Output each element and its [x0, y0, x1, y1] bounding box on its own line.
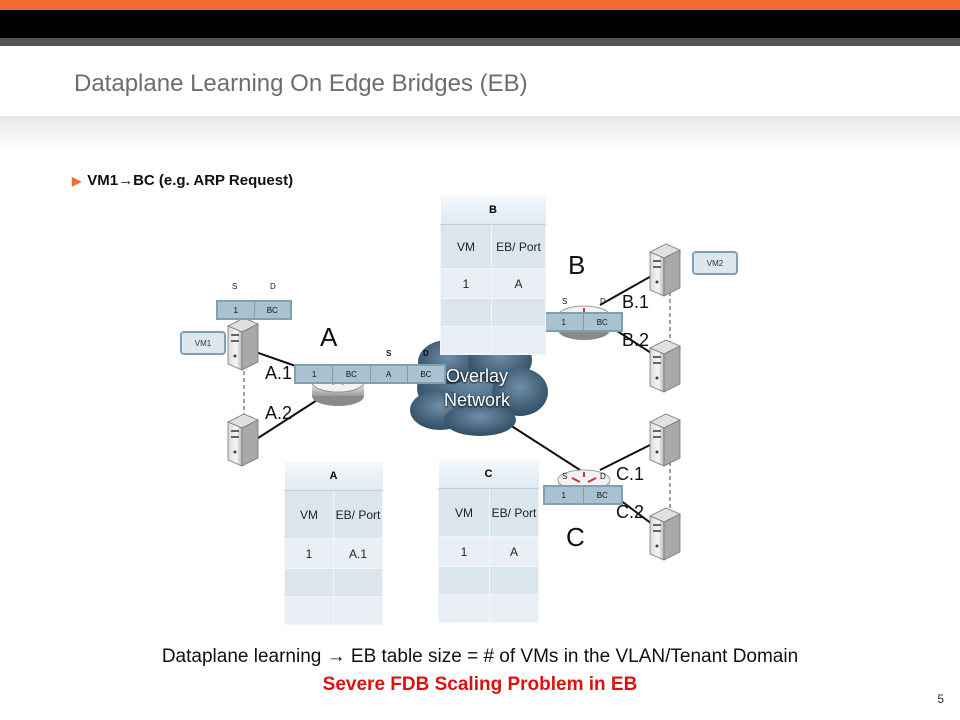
- vm-frame-d-label: D: [270, 282, 276, 291]
- port-c1-label: C.1: [616, 464, 645, 484]
- bullet-triangle-icon: ▶: [72, 174, 82, 188]
- table-a-header: A: [284, 462, 383, 491]
- page-number: 5: [937, 692, 944, 706]
- b-frame-s-label: S: [562, 297, 568, 306]
- table-b-col-vm: VM: [440, 224, 492, 269]
- fdb-table-b: B VM EB/ Port 1 A: [440, 196, 546, 355]
- slide-title: Dataplane Learning On Edge Bridges (EB): [74, 70, 528, 97]
- overlay-label-line2: Network: [443, 390, 510, 410]
- footer-line-1-start: Dataplane learning: [161, 646, 322, 667]
- frame-src: 1: [218, 302, 255, 318]
- port-b2-label: B.2: [622, 330, 650, 350]
- footer-line-2: Severe FDB Scaling Problem in EB: [322, 674, 638, 695]
- outer-frame-d-label: D: [423, 349, 429, 358]
- vm-frame-s-label: S: [232, 282, 238, 291]
- table-b-row1-port: A: [491, 268, 546, 299]
- bridge-c-label: C: [566, 522, 585, 552]
- server-c2-icon: [649, 507, 681, 561]
- header-accent-bar: [0, 0, 960, 10]
- header-dark-bar: [0, 10, 960, 38]
- fdb-table-c: C VM EB/ Port 1 A: [438, 460, 539, 623]
- table-a-col-vm: VM: [284, 490, 334, 539]
- b-frame-d-label: D: [600, 297, 606, 306]
- c-frame: 1 BC: [543, 485, 623, 505]
- outer-frame-s-label: S: [386, 349, 392, 358]
- overlay-network-label: Overlay Network: [422, 364, 532, 412]
- table-a-row1-port: A.1: [333, 538, 383, 569]
- vm2-label: VM2: [692, 251, 738, 275]
- header-gray-bar: [0, 38, 960, 46]
- overlay-label-line1: Overlay: [445, 366, 508, 386]
- bullet-text-rest: BC (e.g. ARP Request): [133, 172, 294, 189]
- c-frame-src: 1: [545, 487, 584, 503]
- table-c-header: C: [438, 460, 539, 489]
- table-c-col-vm: VM: [438, 488, 490, 537]
- outer-dst: BC: [420, 369, 432, 379]
- table-c-row1-vm: 1: [438, 536, 490, 567]
- right-arrow-icon: →: [118, 172, 134, 189]
- bullet-text-vm: VM1: [87, 172, 119, 189]
- c-frame-dst: BC: [596, 490, 608, 500]
- table-b-row1-vm: 1: [440, 268, 492, 299]
- port-b1-label: B.1: [622, 292, 650, 312]
- bridge-a-label: A: [320, 322, 338, 352]
- bridge-b-label: B: [568, 250, 586, 280]
- encapsulated-frame: 1 BC A BC: [294, 364, 446, 384]
- table-b-header: B: [440, 196, 546, 225]
- port-c2-label: C.2: [616, 502, 645, 522]
- inner-src: 1: [296, 366, 334, 382]
- table-b-col-port: EB/ Port: [491, 224, 546, 269]
- port-a2-label: A.2: [265, 403, 293, 423]
- right-arrow-icon: →: [326, 646, 346, 667]
- vm1-frame: 1 BC: [216, 300, 292, 320]
- table-c-col-port: EB/ Port: [489, 488, 539, 537]
- c-frame-s-label: S: [562, 472, 568, 481]
- server-b2-icon: [649, 339, 681, 393]
- server-a2-icon: [227, 413, 259, 467]
- bullet-point: ▶ VM1→BC (e.g. ARP Request): [72, 172, 293, 189]
- link-vm-a2: [254, 394, 326, 441]
- b-frame: 1 BC: [543, 312, 623, 332]
- title-band: [0, 116, 960, 150]
- port-a1-label: A.1: [265, 363, 293, 383]
- table-a-col-port: EB/ Port: [333, 490, 383, 539]
- c-frame-d-label: D: [600, 472, 606, 481]
- table-a-row1-vm: 1: [284, 538, 334, 569]
- server-vm1-icon: [227, 317, 259, 371]
- frame-dst: BC: [266, 305, 278, 315]
- server-vm2-icon: [649, 243, 681, 297]
- footer-line-1: Dataplane learning → EB table size = # o…: [0, 646, 960, 668]
- table-c-row1-port: A: [489, 536, 539, 567]
- server-c1-icon: [649, 413, 681, 467]
- link-overlay-c: [509, 424, 581, 471]
- inner-dst: BC: [333, 366, 371, 382]
- vm1-label: VM1: [180, 331, 226, 355]
- b-frame-dst: BC: [596, 317, 608, 327]
- fdb-table-a: A VM EB/ Port 1 A.1: [284, 462, 383, 625]
- footer-line-1-rest: EB table size = # of VMs in the VLAN/Ten…: [350, 646, 799, 667]
- b-frame-src: 1: [545, 314, 584, 330]
- outer-src: A: [371, 366, 408, 382]
